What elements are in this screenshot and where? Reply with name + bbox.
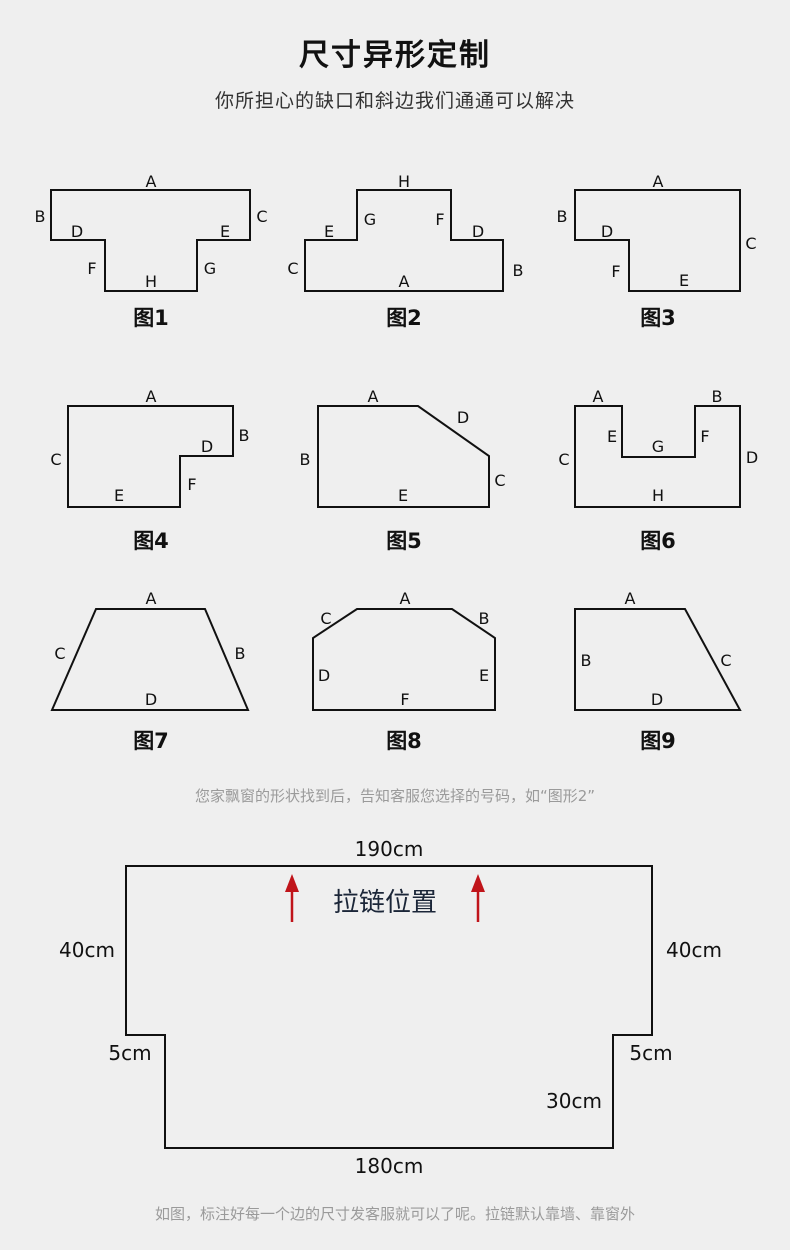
figure-8-outline (312, 608, 496, 711)
zipper-arrow-left-icon (285, 874, 299, 922)
figure-8-label-d: D (318, 666, 330, 685)
figure-5-label-c: C (494, 471, 505, 490)
figure-1: A B C D E F G H 图1 (35, 172, 268, 330)
figure-3-caption: 图3 (640, 306, 676, 330)
measurement-note: 如图，标注好每一个边的尺寸发客服就可以了呢。拉链默认靠墙、靠窗外 (154, 1205, 635, 1223)
figure-4-label-c: C (50, 450, 61, 469)
figure-9-caption: 图9 (640, 729, 676, 753)
figure-2-label-c: C (287, 259, 298, 278)
example-left-step-dimension: 5cm (108, 1041, 151, 1065)
figure-6-label-g: G (652, 437, 664, 456)
zipper-position-label: 拉链位置 (333, 888, 437, 918)
figure-4-label-f: F (187, 475, 196, 494)
figure-7-label-d: D (145, 690, 157, 709)
figure-7-label-b: B (235, 644, 246, 663)
figure-8: A C B D E F 图8 (312, 589, 496, 753)
figure-2-label-e: E (324, 222, 334, 241)
figure-1-label-g: G (204, 259, 216, 278)
figure-3-label-e: E (679, 271, 689, 290)
figure-2-outline (304, 189, 504, 292)
figure-8-caption: 图8 (386, 729, 422, 753)
figure-1-label-d: D (71, 222, 83, 241)
figure-8-label-b: B (479, 609, 490, 628)
figure-8-label-f: F (400, 690, 409, 709)
figure-9-label-b: B (581, 651, 592, 670)
example-right-dimension: 40cm (666, 938, 722, 962)
example-right-step-dimension: 5cm (629, 1041, 672, 1065)
figure-4: A B C D F E 图4 (50, 387, 249, 553)
select-shape-note: 您家飘窗的形状找到后，告知客服您选择的号码，如“图形2” (194, 787, 596, 805)
example-inner-dimension: 30cm (546, 1089, 602, 1113)
figure-6-label-h: H (652, 486, 664, 505)
figure-3: A B D C F E 图3 (557, 172, 757, 330)
figure-9-label-a: A (625, 589, 636, 608)
figure-9: A B C D 图9 (574, 589, 742, 753)
example-diagram: 190cm 40cm 40cm 5cm 5cm 30cm 180cm 拉链位置 (59, 837, 722, 1178)
figure-7-caption: 图7 (133, 729, 169, 753)
zipper-arrow-right-icon (471, 874, 485, 922)
figure-4-label-a: A (146, 387, 157, 406)
example-left-dimension: 40cm (59, 938, 115, 962)
figure-6-label-a: A (593, 387, 604, 406)
figure-6-label-d: D (746, 448, 758, 467)
figure-1-label-h: H (145, 272, 157, 291)
figure-1-label-e: E (220, 222, 230, 241)
figure-3-label-f: F (611, 262, 620, 281)
figure-2-label-g: G (364, 210, 376, 229)
figure-6: A B E G F C D H 图6 (558, 387, 758, 553)
figure-4-label-d: D (201, 437, 213, 456)
figure-3-label-d: D (601, 222, 613, 241)
figure-1-outline (50, 189, 251, 292)
figure-2: H G F E D C A B 图2 (287, 172, 523, 330)
figure-9-label-d: D (651, 690, 663, 709)
figure-2-label-a: A (399, 272, 410, 291)
example-outline (125, 865, 653, 1149)
figure-5-label-e: E (398, 486, 408, 505)
figure-8-label-e: E (479, 666, 489, 685)
figure-5-caption: 图5 (386, 529, 422, 553)
figure-3-label-a: A (653, 172, 664, 191)
figure-6-label-f: F (700, 427, 709, 446)
figure-5-label-a: A (368, 387, 379, 406)
figure-7-outline (50, 608, 250, 711)
page-subtitle: 你所担心的缺口和斜边我们通通可以解决 (214, 90, 575, 112)
figure-3-label-b: B (557, 207, 568, 226)
figure-7-label-a: A (146, 589, 157, 608)
figure-4-outline (67, 405, 234, 508)
example-top-dimension: 190cm (355, 837, 424, 861)
figure-2-label-f: F (435, 210, 444, 229)
figure-7: A C B D 图7 (50, 589, 250, 753)
figure-9-outline (574, 608, 742, 711)
figure-5-label-d: D (457, 408, 469, 427)
figure-2-label-b: B (513, 261, 524, 280)
figure-6-label-b: B (712, 387, 723, 406)
figure-1-caption: 图1 (133, 306, 169, 330)
page-title: 尺寸异形定制 (299, 38, 491, 73)
figure-3-label-c: C (745, 234, 756, 253)
figure-8-label-c: C (320, 609, 331, 628)
figure-2-caption: 图2 (386, 306, 422, 330)
figure-4-label-e: E (114, 486, 124, 505)
figure-4-label-b: B (239, 426, 250, 445)
figure-3-outline (574, 189, 741, 292)
example-bottom-dimension: 180cm (355, 1154, 424, 1178)
figure-2-label-d: D (472, 222, 484, 241)
figure-6-caption: 图6 (640, 529, 676, 553)
figure-1-label-c: C (256, 207, 267, 226)
figure-9-label-c: C (720, 651, 731, 670)
figure-6-label-c: C (558, 450, 569, 469)
figure-5: A D B C E 图5 (300, 387, 506, 553)
figure-8-label-a: A (400, 589, 411, 608)
figure-7-label-c: C (54, 644, 65, 663)
figure-5-outline (317, 405, 490, 508)
figure-1-label-a: A (146, 172, 157, 191)
figure-6-outline (574, 405, 741, 508)
figure-6-label-e: E (607, 427, 617, 446)
figure-4-caption: 图4 (133, 529, 169, 553)
figure-5-label-b: B (300, 450, 311, 469)
figure-1-label-b: B (35, 207, 46, 226)
figure-1-label-f: F (87, 259, 96, 278)
figure-2-label-h: H (398, 172, 410, 191)
